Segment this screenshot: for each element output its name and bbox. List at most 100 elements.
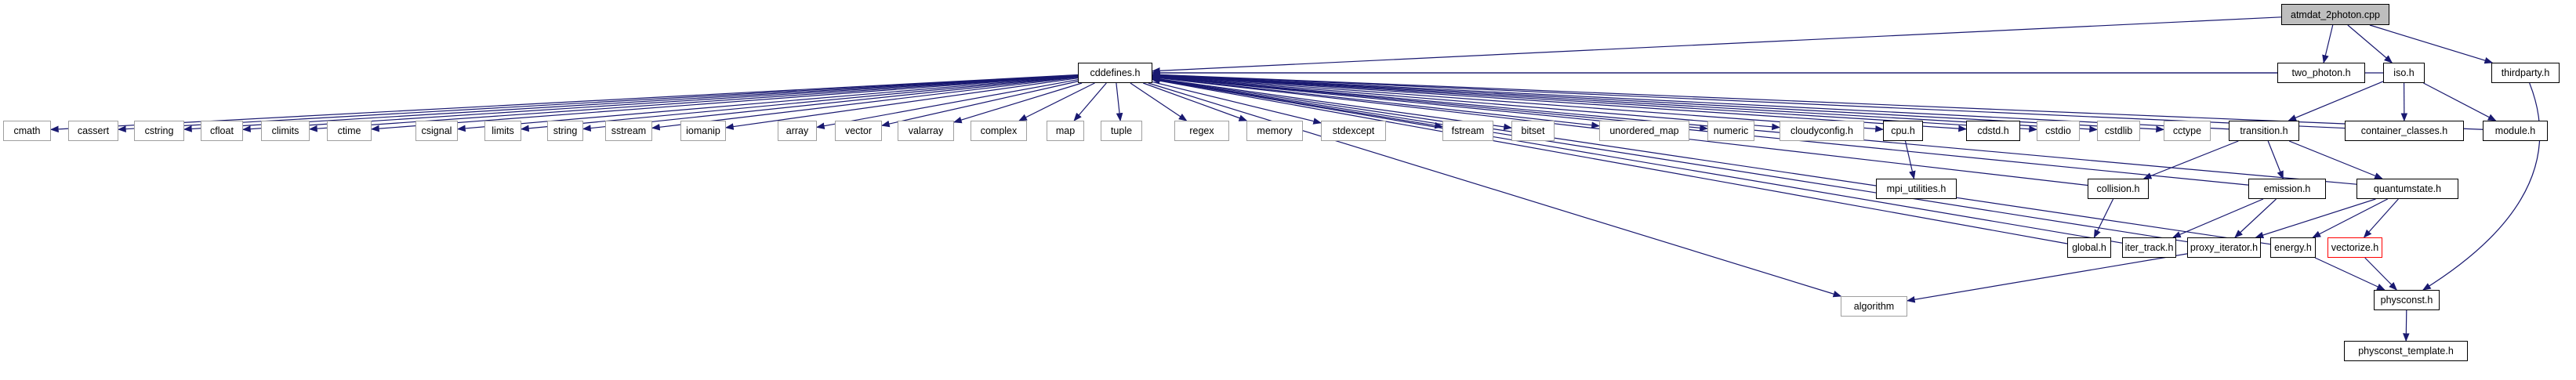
node-cstdio: cstdio [2037, 121, 2080, 141]
edge-cddefines-h-to-cstdio [1152, 74, 2038, 133]
edge-cddefines-h-to-cctype [1152, 74, 2165, 133]
node-quantumstate-h[interactable]: quantumstate.h [2356, 179, 2458, 199]
node-cmath: cmath [3, 121, 51, 141]
node-cstring: cstring [134, 121, 184, 141]
node-collision-h[interactable]: collision.h [2088, 179, 2149, 199]
edge-cddefines-h-to-map [1073, 82, 1107, 121]
node-unordered-map: unordered_map [1599, 121, 1689, 141]
node-cctype: cctype [2164, 121, 2211, 141]
node-array: array [778, 121, 817, 141]
edge-emission-h-to-iter-track-h [2172, 198, 2264, 238]
edge-emission-h-to-proxy-iterator-h [2234, 198, 2277, 238]
edge-cddefines-h-to-cdstd-h [1152, 74, 1968, 132]
edge-iter-track-h-to-cddefines-h [1151, 77, 2123, 244]
node-csignal: csignal [415, 121, 458, 141]
edge-cddefines-h-to-cloudyconfig-h [1152, 75, 1781, 131]
edge-cddefines-h-to-vector [880, 81, 1079, 128]
edge-atmdat-2photon-cpp-to-cddefines-h [1151, 16, 2282, 74]
node-module-h[interactable]: module.h [2483, 121, 2548, 141]
node-thirdparty-h[interactable]: thirdparty.h [2491, 63, 2560, 83]
edge-container-classes-h-to-cddefines-h [1151, 71, 2346, 129]
node-map: map [1047, 121, 1084, 141]
edge-cddefines-h-to-memory [1143, 82, 1248, 121]
edge-cddefines-h-to-cpu-h [1152, 74, 1885, 132]
edge-cddefines-h-to-limits [520, 75, 1079, 132]
node-physconst-h[interactable]: physconst.h [2374, 290, 2440, 310]
edge-quantumstate-h-to-cddefines-h [1151, 73, 2357, 185]
edge-transition-h-to-quantumstate-h [2288, 140, 2383, 179]
node-cassert: cassert [68, 121, 118, 141]
node-ctime: ctime [327, 121, 372, 141]
edge-cddefines-h-to-ctime [370, 74, 1079, 132]
node-two-photon-h[interactable]: two_photon.h [2277, 63, 2365, 83]
edge-cddefines-h-to-array [815, 79, 1079, 129]
edge-cddefines-h-to-cassert [117, 74, 1079, 132]
edge-cddefines-h-to-climits [308, 74, 1079, 132]
node-global-h[interactable]: global.h [2067, 237, 2111, 258]
node-mpi-utilities-h[interactable]: mpi_utilities.h [1876, 179, 1957, 199]
edge-atmdat-2photon-cpp-to-two-photon-h [2322, 24, 2334, 64]
edge-cddefines-h-to-unordered-map [1152, 76, 1601, 128]
node-cloudyconfig-h: cloudyconfig.h [1780, 121, 1864, 141]
node-container-classes-h[interactable]: container_classes.h [2345, 121, 2464, 141]
edge-collision-h-to-global-h [2093, 198, 2114, 238]
node-physconst-template-h[interactable]: physconst_template.h [2344, 341, 2468, 361]
edge-module-h-to-cddefines-h [1151, 71, 2483, 130]
node-energy-h[interactable]: energy.h [2270, 237, 2316, 258]
edge-cddefines-h-to-numeric [1152, 75, 1709, 132]
edge-cddefines-h-to-valarray [952, 82, 1083, 124]
node-iter-track-h[interactable]: iter_track.h [2122, 237, 2176, 258]
node-iso-h[interactable]: iso.h [2383, 63, 2425, 83]
edge-cddefines-h-to-csignal [456, 75, 1079, 132]
edge-cddefines-h-to-bitset [1152, 78, 1513, 131]
edge-cddefines-h-to-iomanip [724, 78, 1079, 130]
edge-energy-h-to-cddefines-h [1151, 76, 2271, 245]
edge-cddefines-h-to-complex [1018, 82, 1095, 121]
edge-transition-h-to-collision-h [2142, 140, 2239, 179]
node-valarray: valarray [898, 121, 954, 141]
edge-cddefines-h-to-cstdlib [1152, 74, 2099, 133]
node-numeric: numeric [1707, 121, 1754, 141]
node-transition-h[interactable]: transition.h [2229, 121, 2299, 141]
node-atmdat-2photon-cpp[interactable]: atmdat_2photon.cpp [2281, 4, 2389, 25]
edge-vectorize-h-to-physconst-h [2364, 257, 2397, 291]
node-emission-h[interactable]: emission.h [2248, 179, 2326, 199]
edge-cddefines-h-to-cstring [183, 74, 1079, 132]
edge-quantumstate-h-to-energy-h [2312, 198, 2388, 238]
edge-quantumstate-h-to-proxy-iterator-h [2255, 198, 2376, 239]
node-vectorize-h[interactable]: vectorize.h [2327, 237, 2382, 258]
node-iomanip: iomanip [680, 121, 726, 141]
edge-cddefines-h-to-algorithm [1148, 82, 1842, 298]
node-cstdlib: cstdlib [2097, 121, 2140, 141]
edge-cddefines-h-to-stdexcept [1152, 81, 1322, 125]
edge-proxy-iterator-h-to-algorithm [1906, 253, 2188, 303]
edge-physconst-h-to-physconst-template-h [2403, 309, 2410, 342]
edge-iso-h-to-transition-h [2288, 81, 2384, 121]
edge-atmdat-2photon-cpp-to-iso-h [2347, 24, 2393, 63]
node-cfloat: cfloat [201, 121, 243, 141]
node-fstream: fstream [1442, 121, 1493, 141]
node-proxy-iterator-h[interactable]: proxy_iterator.h [2187, 237, 2261, 258]
node-cdstd-h[interactable]: cdstd.h [1966, 121, 2020, 141]
edge-cddefines-h-to-cfloat [241, 74, 1079, 132]
node-cddefines-h[interactable]: cddefines.h [1078, 63, 1152, 83]
node-complex: complex [971, 121, 1027, 141]
node-limits: limits [484, 121, 521, 141]
edge-cddefines-h-to-regex [1130, 82, 1188, 121]
node-algorithm: algorithm [1841, 296, 1907, 317]
edge-atmdat-2photon-cpp-to-thirdparty-h [2369, 24, 2494, 64]
edge-cddefines-h-to-cmath [49, 74, 1079, 133]
edge-transition-h-to-cddefines-h [1151, 71, 2230, 130]
node-memory: memory [1246, 121, 1303, 141]
node-cpu-h[interactable]: cpu.h [1883, 121, 1923, 141]
edge-cpu-h-to-mpi-utilities-h [1904, 140, 1916, 180]
node-string: string [547, 121, 583, 141]
node-bitset: bitset [1511, 121, 1555, 141]
edge-iso-h-to-module-h [2423, 82, 2497, 121]
node-tuple: tuple [1101, 121, 1142, 141]
edge-quantumstate-h-to-vectorize-h [2363, 198, 2399, 238]
edge-global-h-to-cddefines-h [1151, 77, 2068, 244]
edge-transition-h-to-emission-h [2267, 140, 2284, 180]
